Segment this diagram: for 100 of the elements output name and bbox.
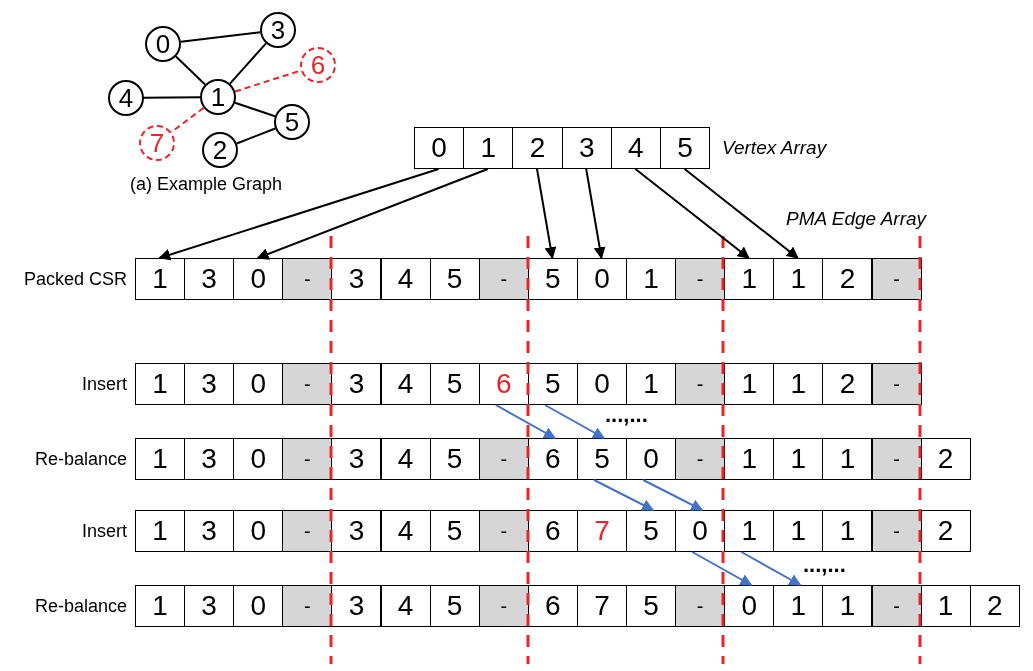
edge-array-cell: 0 xyxy=(233,363,284,405)
edge-array-cell: 0 xyxy=(233,438,284,480)
arrow xyxy=(642,479,704,511)
edge-array-cell: 5 xyxy=(527,363,578,405)
edge-array-cell: 1 xyxy=(135,258,186,300)
empty-slot-cell: - xyxy=(871,438,922,480)
edge-array-cell: 1 xyxy=(724,510,775,552)
edge-array-cell: 2 xyxy=(822,258,873,300)
edge-array-cell: 5 xyxy=(429,585,480,627)
row-label: Re-balance xyxy=(34,596,127,617)
edge-array-cell: 6 xyxy=(478,363,529,405)
edge-array-cell: 1 xyxy=(773,363,824,405)
empty-slot-cell: - xyxy=(871,258,922,300)
edge-array-cell: 3 xyxy=(331,510,382,552)
arrow xyxy=(585,168,606,260)
arrow xyxy=(494,404,556,439)
empty-slot-cell: - xyxy=(282,510,333,552)
arrow xyxy=(544,404,605,439)
edge-array-cell: 7 xyxy=(576,585,627,627)
edge-array-cell: 0 xyxy=(576,363,627,405)
edge-array-cell: 1 xyxy=(724,363,775,405)
empty-slot-cell: - xyxy=(282,585,333,627)
edge-array-cell: 4 xyxy=(380,510,431,552)
empty-slot-cell: - xyxy=(675,363,726,405)
vertex-circle: 7 xyxy=(139,125,175,161)
row-label: Insert xyxy=(81,521,127,542)
edge-line xyxy=(235,127,277,145)
vertex-array-cell: 1 xyxy=(463,127,514,169)
edge-array-cell: 3 xyxy=(184,258,235,300)
edge-array-cell: 3 xyxy=(331,585,382,627)
empty-slot-cell: - xyxy=(675,258,726,300)
edge-array-cell: 3 xyxy=(184,585,235,627)
edge-array-cell: 1 xyxy=(135,585,186,627)
edge-array-cell: 1 xyxy=(773,438,824,480)
arrow xyxy=(634,168,750,259)
edge-array-cell: 5 xyxy=(527,258,578,300)
edge-array-cell: 1 xyxy=(773,585,824,627)
arrow xyxy=(740,551,802,586)
edge-array-cell: 4 xyxy=(380,258,431,300)
edge-array-cell: 3 xyxy=(331,258,382,300)
edge-array-cell: 5 xyxy=(429,438,480,480)
edge-array-cell: 3 xyxy=(184,363,235,405)
edge-array-cell: 2 xyxy=(920,510,971,552)
edge-array-cell: 3 xyxy=(184,438,235,480)
vertex-array-cell: 4 xyxy=(610,127,661,169)
arrow xyxy=(593,479,655,511)
edge-array-cell: 7 xyxy=(576,510,627,552)
edge-array-cell: 1 xyxy=(822,585,873,627)
edge-array-cell: 4 xyxy=(380,438,431,480)
arrow xyxy=(691,551,753,586)
vertex-circle: 4 xyxy=(108,80,144,116)
vertex-array-cell: 2 xyxy=(512,127,563,169)
vertex-circle: 3 xyxy=(260,12,296,48)
arrow xyxy=(683,168,799,259)
edge-array-cell: 5 xyxy=(429,258,480,300)
edge-array-cell: 1 xyxy=(135,438,186,480)
vertex-circle: 0 xyxy=(145,26,181,62)
edge-array-cell: 0 xyxy=(576,258,627,300)
ellipsis: ...,... xyxy=(803,552,846,578)
edge-line xyxy=(179,31,262,43)
edge-array-cell: 1 xyxy=(626,363,677,405)
empty-slot-cell: - xyxy=(478,585,529,627)
edge-array-cell: 6 xyxy=(527,585,578,627)
edge-array-cell: 1 xyxy=(822,510,873,552)
edge-line xyxy=(229,42,267,85)
empty-slot-cell: - xyxy=(675,585,726,627)
edge-array-cell: 4 xyxy=(380,363,431,405)
empty-slot-cell: - xyxy=(871,510,922,552)
edge-array-cell: 0 xyxy=(724,585,775,627)
empty-slot-cell: - xyxy=(675,438,726,480)
edge-array-cell: 1 xyxy=(135,510,186,552)
edge-array-cell: 3 xyxy=(184,510,235,552)
empty-slot-cell: - xyxy=(282,363,333,405)
edge-array-cell: 3 xyxy=(331,438,382,480)
row-label: Packed CSR xyxy=(23,269,127,290)
ellipsis: ...,... xyxy=(605,402,648,428)
empty-slot-cell: - xyxy=(478,510,529,552)
edge-array-cell: 1 xyxy=(920,585,971,627)
vertex-circle: 5 xyxy=(274,104,310,140)
empty-slot-cell: - xyxy=(282,438,333,480)
empty-slot-cell: - xyxy=(871,585,922,627)
edge-line xyxy=(234,101,276,118)
arrow xyxy=(158,168,440,261)
edge-array-cell: 0 xyxy=(233,510,284,552)
empty-slot-cell: - xyxy=(871,363,922,405)
vertex-circle: 6 xyxy=(300,47,336,83)
array-title: Vertex Array xyxy=(722,137,827,159)
vertex-circle: 2 xyxy=(202,132,238,168)
edge-array-cell: 5 xyxy=(626,585,677,627)
edge-array-cell: 5 xyxy=(429,510,480,552)
edge-array-cell: 2 xyxy=(969,585,1020,627)
arrow xyxy=(536,168,557,260)
edge-line xyxy=(174,55,207,86)
edge-array-cell: 4 xyxy=(380,585,431,627)
edge-array-cell: 0 xyxy=(626,438,677,480)
edge-array-cell: 1 xyxy=(135,363,186,405)
edge-array-cell: 0 xyxy=(233,258,284,300)
row-label: Insert xyxy=(81,374,127,395)
array-title: PMA Edge Array xyxy=(786,208,927,230)
vertex-circle: 1 xyxy=(200,79,236,115)
